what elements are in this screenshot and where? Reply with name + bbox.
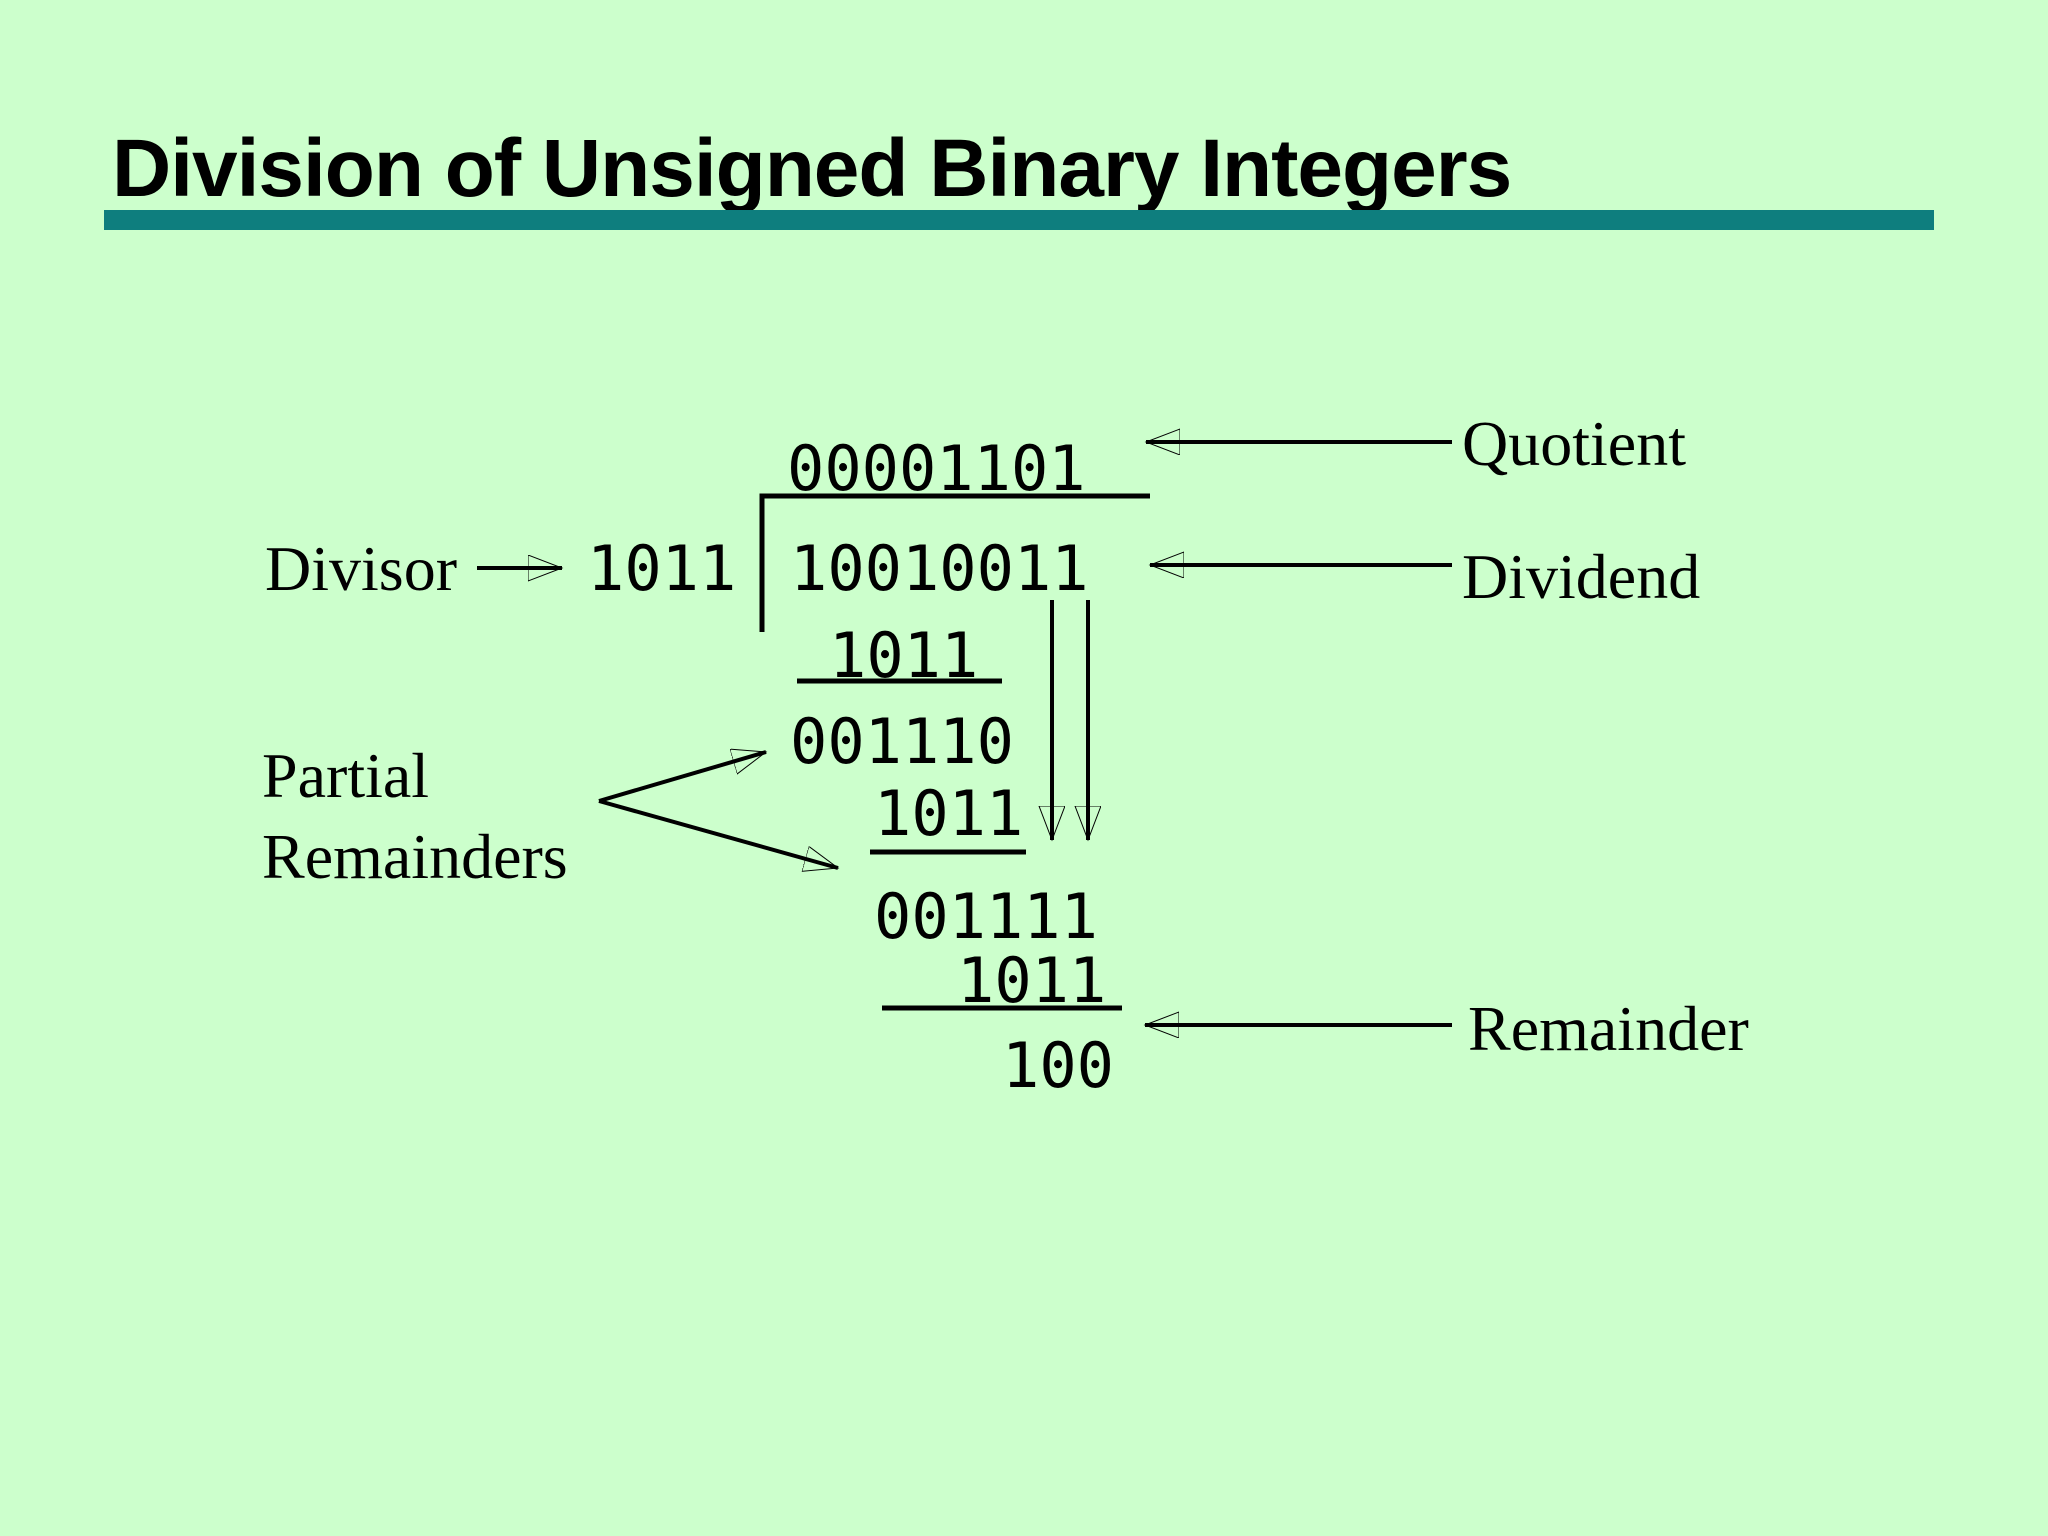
subtrahend-3: 1011	[957, 944, 1107, 1017]
subtrahend-1: 1011	[829, 619, 979, 692]
quotient-value: 00001101	[787, 432, 1086, 505]
partial-remainder-2: 001111	[874, 880, 1098, 953]
quotient-label: Quotient	[1462, 408, 1686, 479]
remainder-label: Remainder	[1468, 993, 1749, 1064]
final-remainder-value: 100	[1002, 1029, 1114, 1102]
page-title: Division of Unsigned Binary Integers	[112, 123, 1512, 214]
partial-remainder-1: 001110	[790, 705, 1014, 778]
partial-remainders-label-line1: Partial	[262, 740, 430, 811]
dividend-value: 10010011	[790, 532, 1089, 605]
divisor-value: 1011	[587, 532, 737, 605]
dividend-label: Dividend	[1462, 541, 1701, 612]
partial-remainder-branch-arrow-icon-2	[598, 799, 838, 868]
subtrahend-2: 1011	[874, 777, 1024, 850]
title-underline-rule	[104, 210, 1934, 230]
divisor-label: Divisor	[265, 533, 457, 604]
partial-remainder-branch-arrow-icon-1	[598, 752, 766, 803]
partial-remainders-label-line2: Remainders	[262, 821, 568, 892]
